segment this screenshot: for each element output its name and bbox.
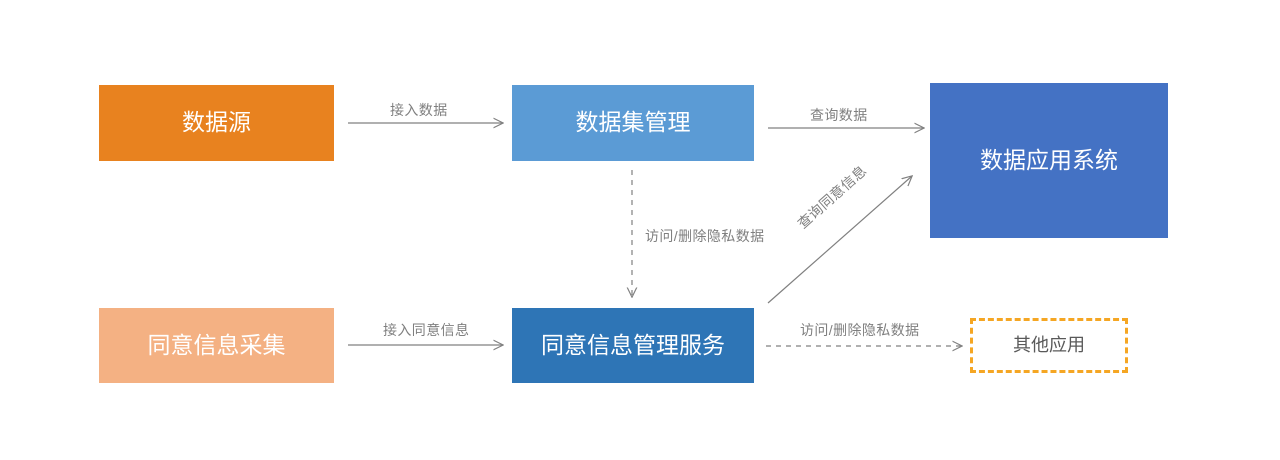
node-other-applications[interactable]: 其他应用 — [970, 318, 1128, 373]
node-dataset-management-label: 数据集管理 — [575, 109, 691, 136]
node-other-applications-label: 其他应用 — [1013, 334, 1085, 355]
node-data-application-system-label: 数据应用系统 — [980, 146, 1118, 173]
edge-label-query-data: 查询数据 — [810, 107, 868, 123]
edge-label-ingest-data: 接入数据 — [390, 102, 448, 118]
edge-label-access-delete-bottom: 访问/删除隐私数据 — [800, 322, 920, 338]
node-consent-collection[interactable]: 同意信息采集 — [99, 308, 334, 383]
edge-label-access-delete-top: 访问/删除隐私数据 — [645, 228, 765, 244]
node-consent-collection-label: 同意信息采集 — [147, 331, 286, 358]
node-consent-management-service-label: 同意信息管理服务 — [541, 331, 725, 358]
edge-label-ingest-consent: 接入同意信息 — [383, 322, 470, 338]
node-data-application-system[interactable]: 数据应用系统 — [930, 83, 1168, 238]
node-datasource[interactable]: 数据源 — [99, 85, 334, 161]
node-dataset-management[interactable]: 数据集管理 — [512, 85, 754, 161]
node-consent-management-service[interactable]: 同意信息管理服务 — [512, 308, 754, 383]
node-datasource-label: 数据源 — [182, 109, 251, 136]
edge-label-query-consent: 查询同意信息 — [794, 162, 870, 232]
